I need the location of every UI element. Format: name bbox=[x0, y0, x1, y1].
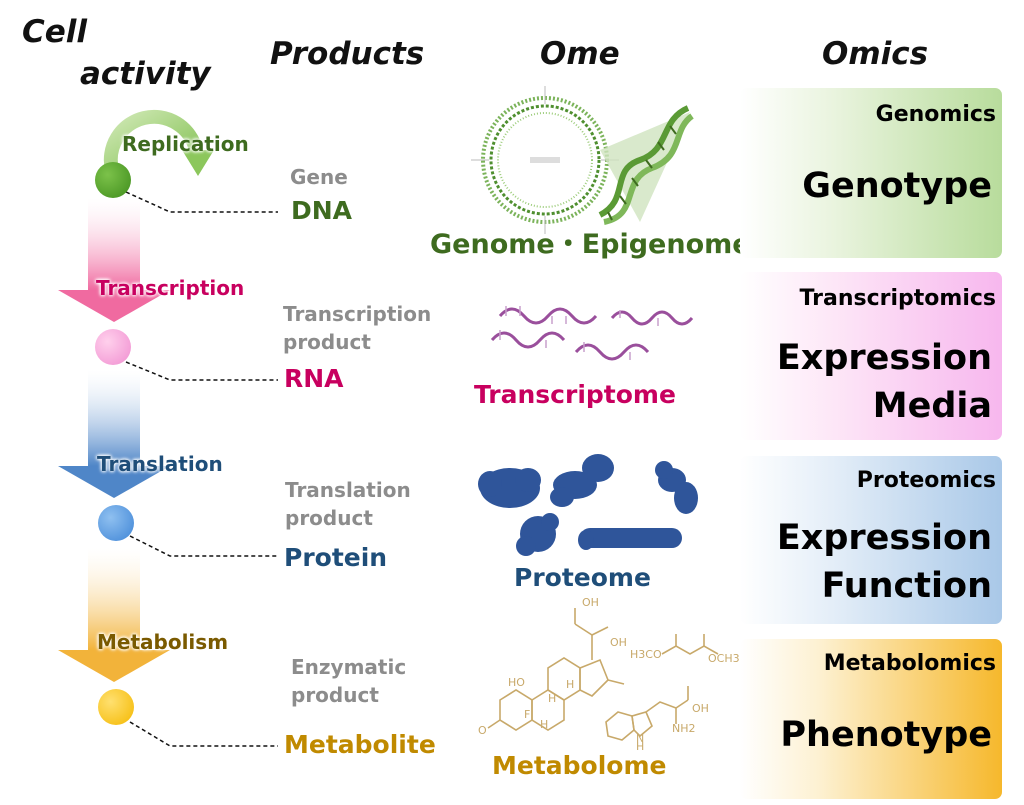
label-replication: Replication bbox=[122, 132, 249, 156]
omics-trait-function: Function bbox=[821, 566, 992, 606]
omics-trait-phenotype: Phenotype bbox=[780, 715, 992, 755]
atom-ho: HO bbox=[508, 676, 525, 689]
ome-transcriptome: Transcriptome bbox=[474, 380, 676, 409]
omics-title-transcriptomics: Transcriptomics bbox=[799, 286, 996, 311]
ome-metabolome: Metabolome bbox=[492, 751, 667, 780]
omics-trait-genotype: Genotype bbox=[802, 166, 992, 206]
omics-box-genomics: Genomics Genotype bbox=[740, 88, 1002, 258]
dashed-connectors bbox=[125, 191, 278, 747]
header-products: Products bbox=[270, 36, 425, 72]
ome-proteome: Proteome bbox=[514, 563, 651, 592]
omics-trait-expression-2: Expression bbox=[776, 518, 992, 558]
atom-h-b: H bbox=[548, 692, 556, 705]
product-type-translation-line1: Translation bbox=[285, 478, 411, 502]
rna-strands-icon bbox=[490, 307, 694, 361]
atom-nh2: NH2 bbox=[672, 722, 696, 735]
product-type-transcription-line2: product bbox=[283, 330, 371, 354]
omics-box-transcriptomics: Transcriptomics Expression Media bbox=[740, 272, 1002, 440]
header-cell-activity-line1: Cell bbox=[22, 14, 88, 50]
product-type-enzymatic-line2: product bbox=[291, 683, 379, 707]
atom-oh-acid: OH bbox=[692, 702, 709, 715]
header-ome: Ome bbox=[540, 36, 620, 72]
omics-title-metabolomics: Metabolomics bbox=[823, 651, 996, 676]
dna-dot bbox=[95, 162, 131, 198]
genome-map-icon bbox=[471, 86, 619, 234]
protein-dot bbox=[98, 505, 134, 541]
atom-oh-mid: OH bbox=[610, 636, 627, 649]
atom-h-c: H bbox=[540, 718, 548, 731]
atom-och3: OCH3 bbox=[708, 652, 740, 665]
omics-title-proteomics: Proteomics bbox=[856, 468, 996, 493]
atom-oh-top: OH bbox=[582, 596, 599, 609]
product-name-protein: Protein bbox=[284, 543, 388, 572]
omics-trait-expression-1: Expression bbox=[776, 338, 992, 378]
product-name-dna: DNA bbox=[291, 196, 353, 225]
metabolite-structures-icon bbox=[487, 608, 719, 741]
rna-bases-icon bbox=[499, 306, 659, 360]
header-omics: Omics bbox=[822, 36, 929, 72]
product-type-enzymatic-line1: Enzymatic bbox=[291, 655, 407, 679]
atom-o: O bbox=[478, 724, 487, 737]
ome-genome: Genome・Epigenome bbox=[430, 229, 751, 260]
label-transcription: Transcription bbox=[96, 276, 245, 300]
atom-h-a: H bbox=[566, 678, 574, 691]
replication-cycle-icon bbox=[103, 109, 214, 176]
atom-h3co: H3CO bbox=[630, 648, 662, 661]
metabolite-dot bbox=[98, 689, 134, 725]
product-type-gene: Gene bbox=[290, 165, 348, 189]
transcription-arrow-icon bbox=[58, 198, 170, 322]
product-type-translation-line2: product bbox=[285, 506, 373, 530]
product-name-rna: RNA bbox=[284, 364, 344, 393]
omics-box-proteomics: Proteomics Expression Function bbox=[740, 456, 1002, 624]
product-name-metabolite: Metabolite bbox=[284, 730, 436, 759]
label-metabolism: Metabolism bbox=[97, 630, 229, 654]
omics-trait-media: Media bbox=[872, 386, 992, 426]
metabolite-atom-labels: H3CO OCH3 OH OH HO H H F H O OH NH2 H N bbox=[478, 596, 740, 753]
atom-f: F bbox=[524, 708, 530, 721]
translation-arrow-icon bbox=[58, 370, 170, 498]
header-cell-activity-line2: activity bbox=[80, 56, 211, 92]
atom-h-indole: H bbox=[636, 740, 644, 753]
label-translation: Translation bbox=[97, 452, 223, 476]
omics-title-genomics: Genomics bbox=[875, 102, 996, 127]
dna-helix-icon bbox=[598, 105, 694, 225]
protein-blobs-icon bbox=[478, 454, 698, 556]
metabolism-arrow-icon bbox=[58, 548, 170, 682]
product-type-transcription-line1: Transcription bbox=[283, 302, 432, 326]
atom-n-indole: N bbox=[636, 732, 644, 745]
rna-dot bbox=[95, 329, 131, 365]
omics-box-metabolomics: Metabolomics Phenotype bbox=[740, 639, 1002, 799]
